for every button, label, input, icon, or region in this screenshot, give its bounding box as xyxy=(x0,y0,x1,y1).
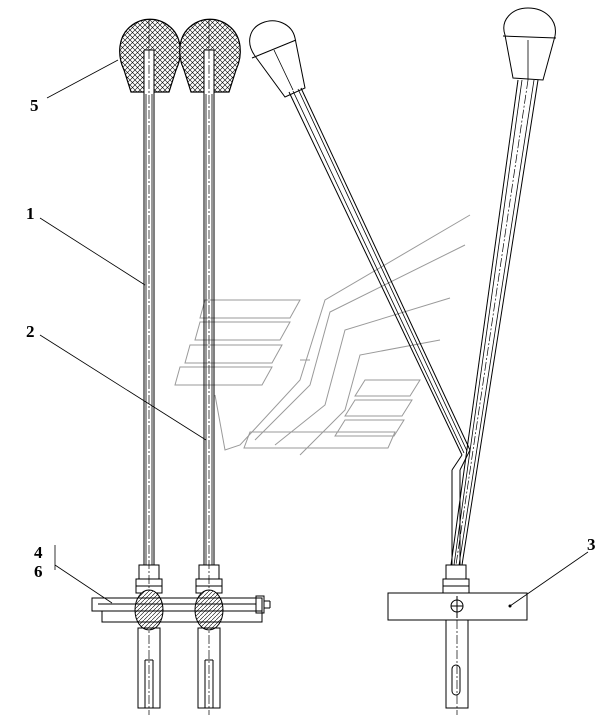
lever-1 xyxy=(119,18,181,715)
leader-lines xyxy=(39,59,589,607)
lever-3-right-knob xyxy=(502,7,557,81)
label-3: 3 xyxy=(587,535,596,554)
watermark-logo xyxy=(174,214,471,456)
label-4: 4 xyxy=(34,543,43,562)
lever-2 xyxy=(179,18,241,715)
lever-axle-assembly xyxy=(91,595,271,623)
label-5: 5 xyxy=(30,96,39,115)
lever-3-assembly xyxy=(249,7,557,715)
lever-3-left-knob xyxy=(249,20,306,98)
label-1: 1 xyxy=(26,204,35,223)
label-2: 2 xyxy=(26,322,35,341)
label-6: 6 xyxy=(34,562,43,581)
